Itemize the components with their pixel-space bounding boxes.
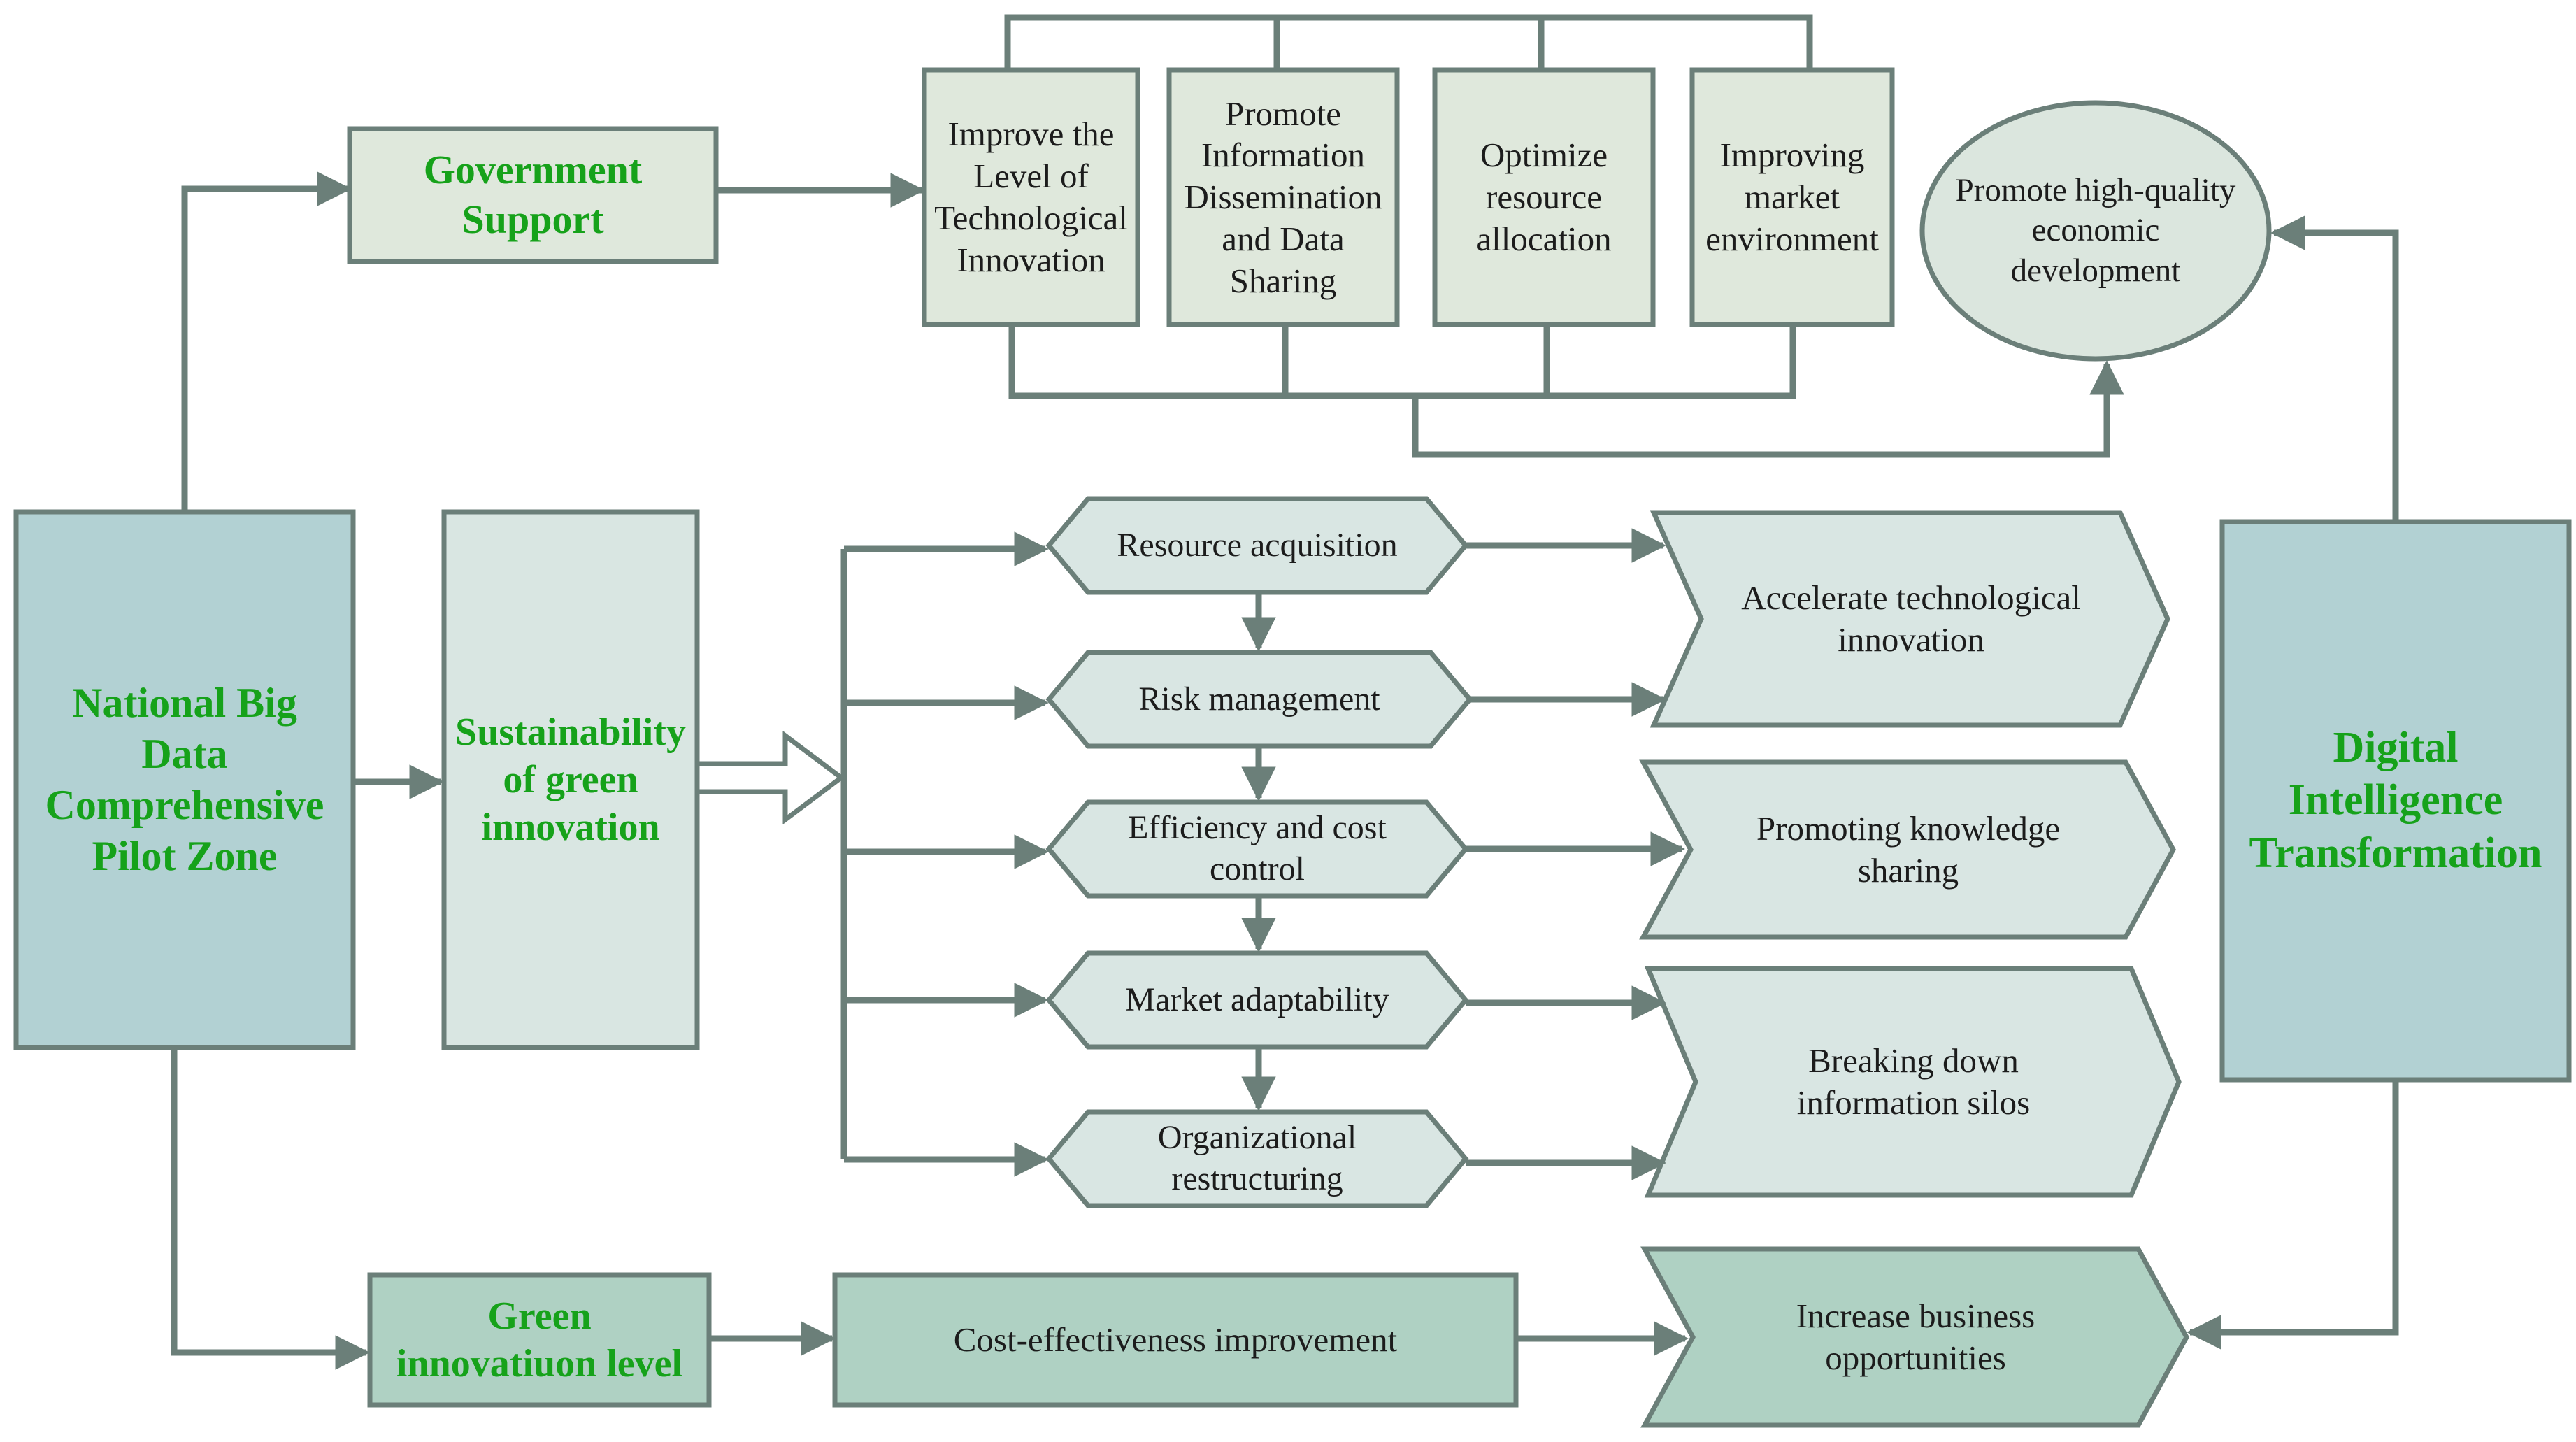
top-box-3-shape xyxy=(1432,67,1656,327)
sustainability-box xyxy=(441,509,700,1050)
top-box-2: Promote Information Dissemination and Da… xyxy=(1184,94,1382,300)
connector-pilot-to-government xyxy=(181,171,352,512)
top-box-1-shape xyxy=(922,67,1140,327)
outcome-4: Increase business opportunities xyxy=(1796,1297,2035,1377)
mechanism-1: Resource acquisition xyxy=(1117,526,1398,564)
connector-digital-to-outcome-4 xyxy=(2187,1080,2399,1350)
outcome-2: Promoting knowledge sharing xyxy=(1756,809,2061,890)
connector-to-ellipse xyxy=(1412,360,2124,458)
top-box-3: Optimize resource allocation xyxy=(1476,136,1612,258)
digital-transformation-box xyxy=(2219,519,2572,1083)
high-quality-ellipse xyxy=(1919,100,2272,362)
digital-transformation-label: Digital Intelligence Transformation xyxy=(2249,723,2542,877)
outcome-1-shape xyxy=(1650,510,2170,728)
top-box-4: Improving market environment xyxy=(1705,136,1879,258)
mechanism-5: Organizational restructuring xyxy=(1157,1119,1357,1197)
block-arrow xyxy=(694,731,845,824)
connector-digital-to-ellipse xyxy=(2270,215,2399,522)
mechanism-4: Market adaptability xyxy=(1125,980,1389,1018)
green-level-box xyxy=(367,1272,712,1408)
outcome-3: Breaking down information silos xyxy=(1796,1041,2031,1122)
government-support-label: Government Support xyxy=(423,147,643,242)
mechanism-3: Efficiency and cost control xyxy=(1128,809,1387,887)
outcome-1: Accelerate technological innovation xyxy=(1741,578,2081,659)
mechanism-2: Risk management xyxy=(1138,680,1380,718)
outcome-3-shape xyxy=(1644,966,2182,1198)
high-quality-label: Promote high-quality economic developmen… xyxy=(1955,172,2236,289)
green-level-label: Green innovatiuon level xyxy=(396,1294,683,1385)
pilot-zone-box xyxy=(13,509,356,1050)
sustainability-label: Sustainability of green innovation xyxy=(455,710,686,850)
outcome-4-shape xyxy=(1640,1246,2189,1428)
pilot-zone-label: National Big Data Comprehensive Pilot Zo… xyxy=(45,679,324,880)
connector-pilot-to-green-level xyxy=(171,1048,370,1370)
top-box-1: Improve the Level of Technological Innov… xyxy=(934,115,1128,279)
connector-top-bracket xyxy=(1004,14,1813,70)
cost-effectiveness-label: Cost-effectiveness improvement xyxy=(953,1320,1398,1359)
connector-bottom-bracket xyxy=(1008,324,1796,399)
outcome-2-shape xyxy=(1639,759,2176,940)
government-support-box xyxy=(347,126,719,264)
hex-5-shape xyxy=(1045,1109,1469,1208)
